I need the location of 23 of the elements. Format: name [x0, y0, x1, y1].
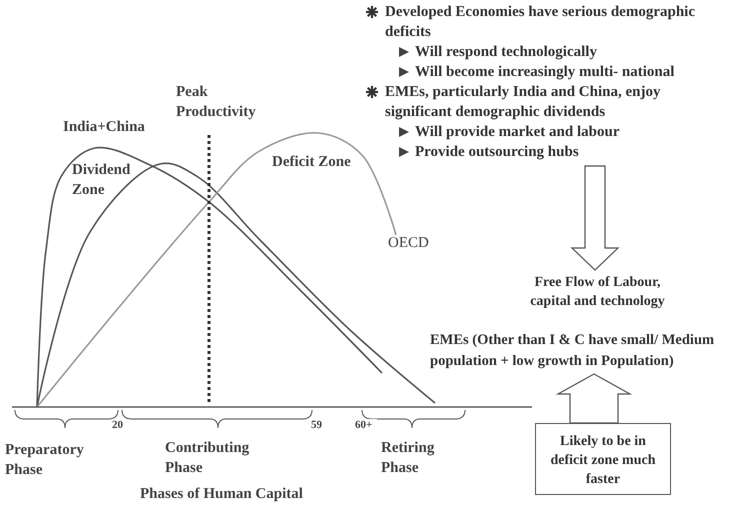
note-box	[535, 423, 671, 495]
chart-label: Deficit Zone	[272, 153, 352, 172]
bullet-text: Developed Economies have serious demographic deficits	[385, 3, 696, 42]
note-text: Likely to be in deficit zone much faster	[550, 433, 656, 489]
phase-label: Preparatory Phase	[5, 441, 85, 480]
flow-text: Free Flow of Labour, capital and technology	[530, 274, 665, 311]
hollow-arrow	[570, 165, 620, 271]
chart-label: Peak Productivity	[176, 83, 257, 122]
tick-label: 20	[112, 419, 126, 431]
bullet-text: Will provide market and labour	[415, 123, 620, 142]
group-text: EMEs (Other than I & C have small/ Medium population + low growth in Population)	[430, 331, 716, 371]
bullet-text: Provide outsourcing hubs	[415, 143, 580, 162]
chart-label: OECD	[388, 234, 430, 253]
chart-label: Dividend Zone	[72, 161, 132, 200]
bullet-text: Will respond technologically	[415, 43, 598, 62]
tick-label: 60+	[355, 419, 377, 431]
chart-label: India+China	[63, 118, 146, 137]
hollow-arrow	[556, 373, 632, 424]
axis-title: Phases of Human Capital	[140, 485, 304, 504]
phase-label: Contributing Phase	[165, 439, 250, 478]
bullet-text: EMEs, particularly India and China, enjoy significant demographic dividends	[385, 83, 662, 122]
phase-label: Retiring Phase	[381, 439, 436, 478]
bullet-text: Will become increasingly multi- national	[415, 63, 676, 82]
